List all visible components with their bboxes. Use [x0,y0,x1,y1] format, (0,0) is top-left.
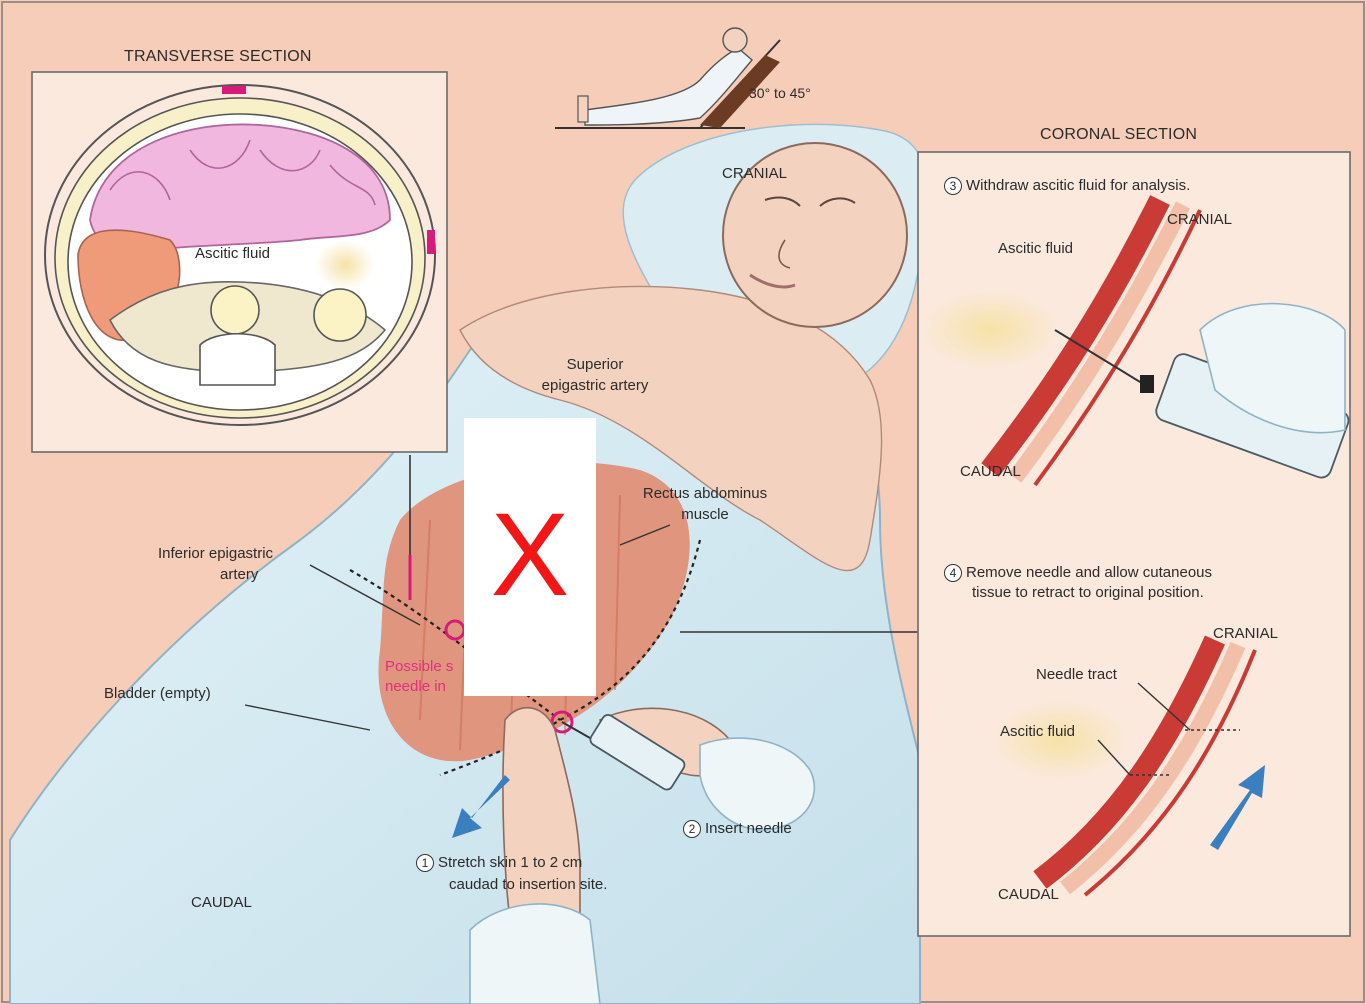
bladder-label: Bladder (empty) [104,684,211,703]
needle-tract-label: Needle tract [1036,665,1117,684]
step-2-number: 2 [683,820,701,838]
transverse-section-title: TRANSVERSE SECTION [124,47,312,66]
step-2-text: Insert needle [705,820,792,837]
sleeve-bottom [470,904,600,1004]
coronal-upper-cranial: CRANIAL [1167,210,1232,229]
possible-site-line2: needle in [385,677,446,696]
main-cranial-label: CRANIAL [722,164,787,183]
transverse-ascitic-fluid-label: Ascitic fluid [195,244,270,263]
main-caudal-label: CAUDAL [191,893,252,912]
step-1-number: 1 [416,854,434,872]
superior-artery-line2: epigastric artery [505,376,685,395]
step-4-line2: tissue to retract to original position. [972,583,1204,602]
coronal-lower-cranial: CRANIAL [1213,624,1278,643]
coronal-section-title: CORONAL SECTION [1040,125,1197,144]
angle-label: 30° to 45° [749,84,811,103]
coronal-lower-caudal: CAUDAL [998,885,1059,904]
coronal-upper-fluid: Ascitic fluid [998,239,1073,258]
step-3-number: 3 [944,177,962,195]
step-4-line1: Remove needle and allow cutaneous [966,564,1212,581]
rectus-line1: Rectus abdominus [615,484,795,503]
superior-artery-line1: Superior [505,355,685,374]
step-4-number: 4 [944,564,962,582]
coronal-lower-fluid: Ascitic fluid [1000,722,1075,741]
rectus-line2: muscle [615,505,795,524]
step-1-line2: caudad to insertion site. [449,875,607,894]
step-1-line1: Stretch skin 1 to 2 cm [438,854,582,871]
redaction-x-mark: X [464,490,596,620]
coronal-upper-caudal: CAUDAL [960,462,1021,481]
inferior-artery-line1: Inferior epigastric [158,544,273,563]
step-3-text: Withdraw ascitic fluid for analysis. [966,177,1190,194]
possible-site-line1: Possible s [385,657,453,676]
inferior-artery-line2: artery [220,565,258,584]
